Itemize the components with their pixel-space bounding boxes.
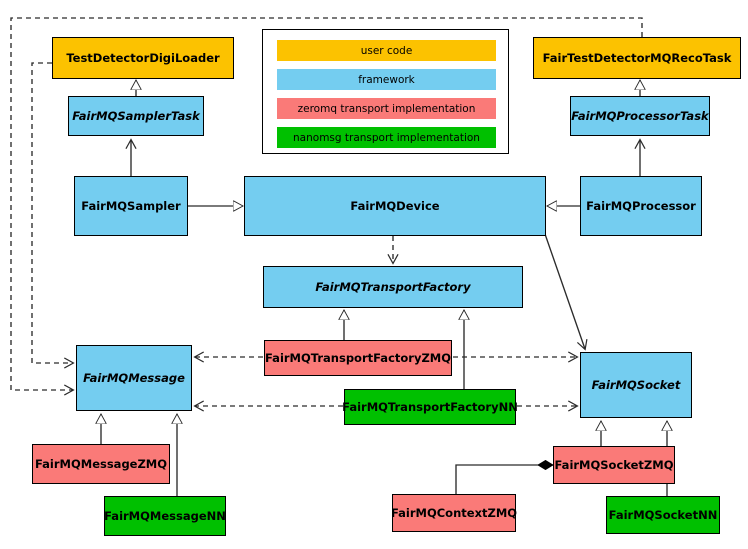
legend-panel: user code framework zeromq transport imp… xyxy=(262,29,509,154)
class-node-fairmqdevice[interactable]: FairMQDevice xyxy=(244,176,546,236)
class-node-fairmqmessagezmq[interactable]: FairMQMessageZMQ xyxy=(32,444,170,484)
class-label: FairMQMessageZMQ xyxy=(34,456,168,471)
class-label: FairMQSampler xyxy=(81,198,181,213)
class-label: FairMQSocketNN xyxy=(608,507,718,522)
class-label: FairMQProcessorTask xyxy=(571,108,709,123)
class-label: FairMQProcessor xyxy=(586,198,696,213)
class-node-testdetectordigiloader[interactable]: TestDetectorDigiLoader xyxy=(52,37,234,79)
class-label: FairMQSocket xyxy=(591,377,681,392)
legend-label: user code xyxy=(360,44,413,57)
class-label: FairMQDevice xyxy=(350,198,440,213)
class-node-fairmqsampler[interactable]: FairMQSampler xyxy=(74,176,188,236)
legend-label: framework xyxy=(358,73,415,86)
class-label: FairMQTransportFactory xyxy=(315,279,471,294)
legend-label: zeromq transport implementation xyxy=(297,102,476,115)
class-label: FairMQTransportFactoryZMQ xyxy=(265,350,452,365)
class-label: FairMQSamplerTask xyxy=(72,108,200,123)
edge-digiloader-to-message xyxy=(31,62,73,363)
class-node-fairmqprocessortask[interactable]: FairMQProcessorTask xyxy=(570,96,710,136)
class-node-fairmqsocketzmq[interactable]: FairMQSocketZMQ xyxy=(553,446,675,484)
class-node-fairmqsocket[interactable]: FairMQSocket xyxy=(580,352,692,418)
edge-socketzmq-composition-contextzmq xyxy=(455,465,553,494)
class-node-fairmqcontextzmq[interactable]: FairMQContextZMQ xyxy=(390,494,518,532)
legend-item-framework: framework xyxy=(277,69,496,90)
legend-label: nanomsg transport implementation xyxy=(293,131,480,144)
class-label: TestDetectorDigiLoader xyxy=(66,50,220,65)
edge-recotask-to-message xyxy=(10,17,643,390)
class-node-fairmqsamplertask[interactable]: FairMQSamplerTask xyxy=(68,96,204,136)
class-node-fairmqmessage[interactable]: FairMQMessage xyxy=(76,345,192,411)
class-node-fairtestdetectormqrecotask[interactable]: FairTestDetectorMQRecoTask xyxy=(533,37,741,79)
class-node-fairmqtransportfactoryzmq[interactable]: FairMQTransportFactoryZMQ xyxy=(264,340,452,376)
legend-item-zeromq: zeromq transport implementation xyxy=(277,98,496,119)
legend-item-nanomsg: nanomsg transport implementation xyxy=(277,127,496,148)
class-node-fairmqmessagenn[interactable]: FairMQMessageNN xyxy=(104,496,226,536)
class-node-fairmqtransportfactorynn[interactable]: FairMQTransportFactoryNN xyxy=(342,389,518,425)
class-label: FairMQMessage xyxy=(83,370,185,385)
class-label: FairMQContextZMQ xyxy=(390,505,518,520)
edge-device-to-socket xyxy=(544,233,585,349)
class-label: FairMQMessageNN xyxy=(104,508,226,523)
class-label: FairTestDetectorMQRecoTask xyxy=(542,50,732,65)
class-node-fairmqprocessor[interactable]: FairMQProcessor xyxy=(580,176,702,236)
class-node-fairmqtransportfactory[interactable]: FairMQTransportFactory xyxy=(263,266,523,308)
class-label: FairMQSocketZMQ xyxy=(554,457,674,472)
class-label: FairMQTransportFactoryNN xyxy=(342,399,518,414)
legend-item-user-code: user code xyxy=(277,40,496,61)
class-node-fairmqsocketnn[interactable]: FairMQSocketNN xyxy=(606,496,720,534)
